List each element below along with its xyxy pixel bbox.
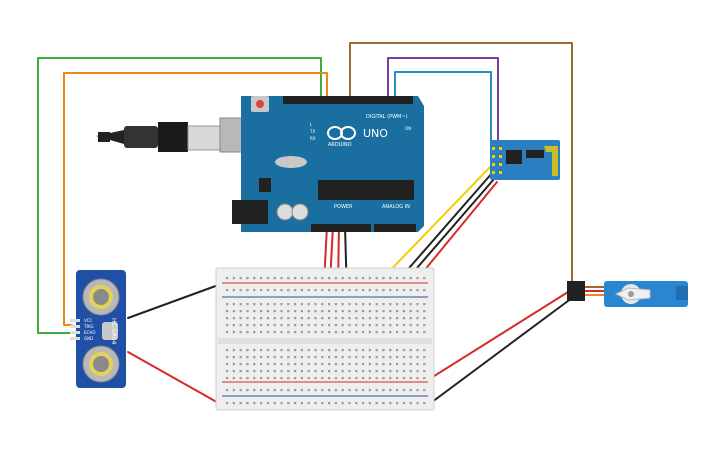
digital-label: DIGITAL (PWM~)	[366, 114, 408, 120]
power-jack-icon	[232, 200, 268, 224]
analog-header	[374, 224, 416, 232]
svg-text:L: L	[310, 122, 313, 127]
green-wire[interactable]	[37, 57, 322, 334]
sensor-model: HC-SR04	[110, 318, 117, 345]
esp-black-wire-2[interactable]	[403, 178, 495, 284]
power-label: POWER	[334, 204, 353, 210]
orange-wire[interactable]	[63, 72, 328, 326]
esp8266-module[interactable]	[490, 140, 560, 180]
breadboard-holes	[226, 277, 426, 405]
arduino-logo	[327, 126, 356, 140]
sensor-pins	[70, 319, 80, 340]
hc-sr04-sensor[interactable]: HC-SR04 VCC TRIG ECHO GND	[70, 270, 126, 388]
board-model: UNO	[363, 127, 388, 140]
brown-wire[interactable]	[349, 42, 573, 284]
svg-text:TRIG: TRIG	[83, 324, 94, 329]
svg-text:GND: GND	[84, 336, 93, 341]
yellow-wire[interactable]	[377, 164, 493, 284]
power-header	[311, 224, 371, 232]
esp-black-wire-1[interactable]	[395, 171, 494, 284]
digital-header	[283, 96, 413, 104]
wires	[37, 42, 573, 406]
svg-text:ECHO: ECHO	[84, 330, 95, 335]
svg-text:ON: ON	[405, 126, 411, 131]
servo-connector	[567, 281, 585, 301]
sensor-black-wire[interactable]	[127, 279, 233, 319]
sensor-red-wire[interactable]	[127, 351, 223, 406]
teal-wire[interactable]	[394, 71, 492, 149]
esp-red-wire[interactable]	[413, 181, 498, 284]
board-leds: L TX RX ON	[309, 122, 411, 141]
svg-text:RX: RX	[310, 136, 316, 141]
usb-cable-icon	[96, 117, 251, 153]
purple-wire[interactable]	[387, 57, 499, 149]
svg-text:TX: TX	[309, 129, 315, 134]
logo-text: ARDUINO	[328, 142, 352, 148]
analog-label: ANALOG IN	[382, 204, 410, 210]
breadboard[interactable]	[215, 267, 435, 411]
sensor-pin-labels: VCC TRIG ECHO GND	[83, 318, 95, 341]
servo-motor[interactable]	[567, 281, 688, 307]
arduino-uno-board[interactable]: DIGITAL (PWM~) POWER ANALOG IN UNO ARDUI…	[232, 96, 424, 232]
crystal	[275, 156, 307, 168]
svg-text:VCC: VCC	[84, 318, 93, 323]
servo-black-wire[interactable]	[427, 297, 573, 406]
atmega-chip	[318, 180, 414, 200]
